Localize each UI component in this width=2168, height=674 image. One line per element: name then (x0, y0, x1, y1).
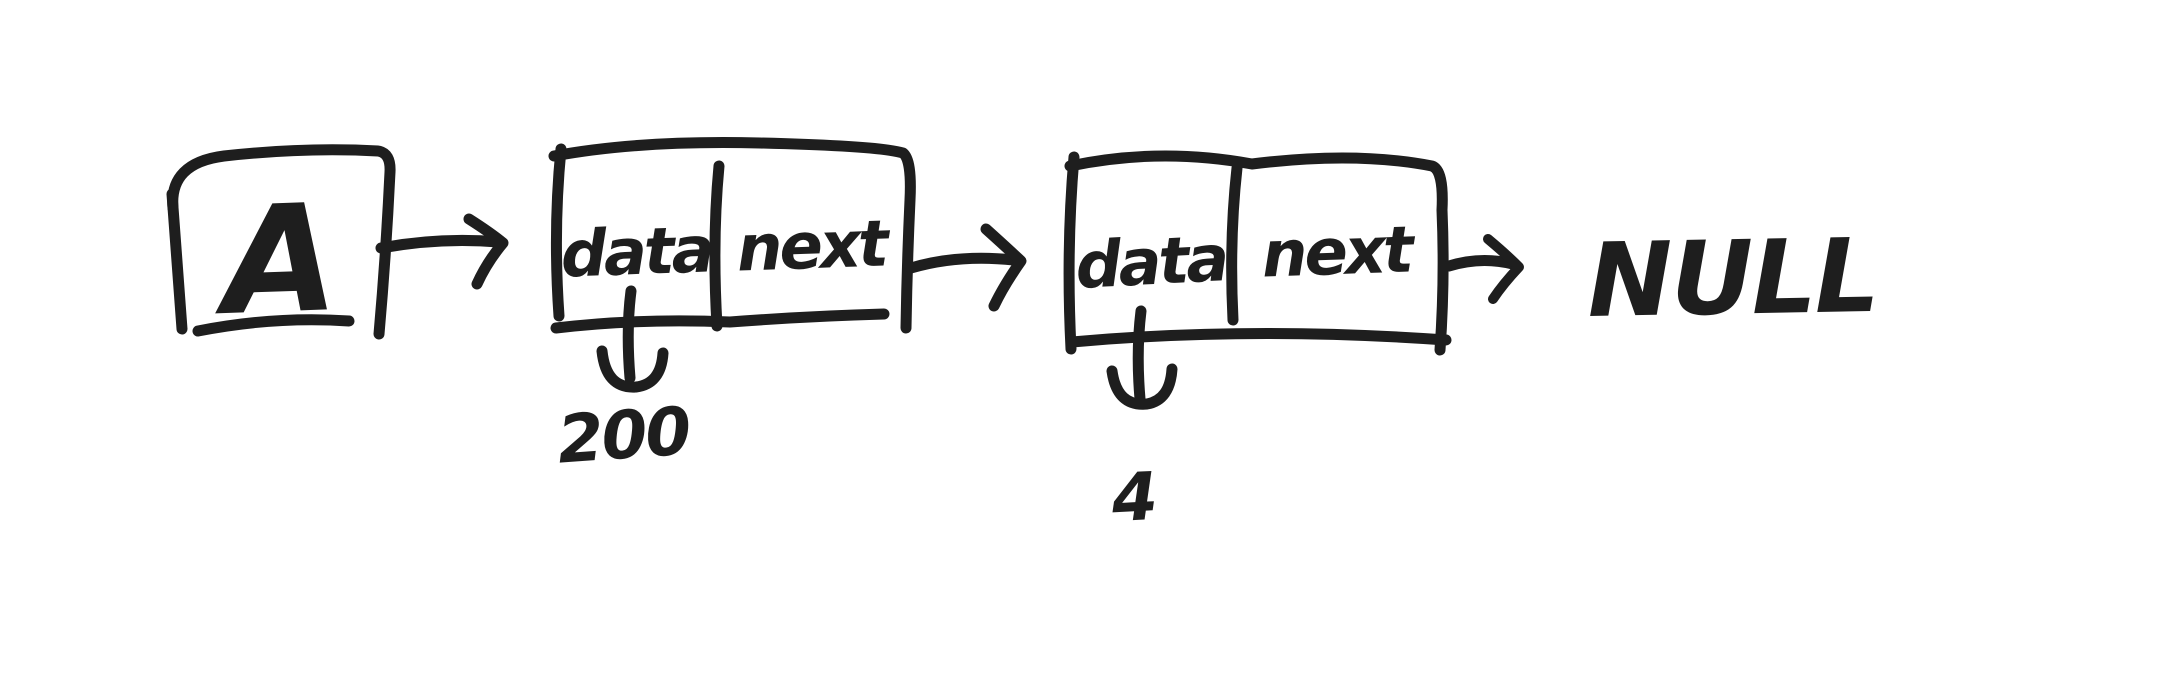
node2-bottom-stroke (1066, 327, 1452, 348)
head-pointer-box: A (166, 144, 396, 348)
node2-top-right-stroke (1064, 150, 1449, 356)
arrow-shaft (1443, 254, 1519, 272)
null-terminator-label: NULL (1586, 217, 1878, 341)
head-box-left-stroke (166, 188, 188, 335)
arrow-down-icon (596, 345, 669, 393)
head-box-bottom-stroke (192, 314, 355, 337)
node1-data-cell-label: data (560, 213, 713, 292)
node2-next-cell-label: next (1261, 213, 1418, 292)
node1-down-arrow-shaft (622, 285, 637, 384)
arrow-right-icon (1483, 234, 1524, 304)
arrow-shaft (375, 234, 505, 254)
node2-data-cell-label: data (1074, 222, 1228, 304)
arrow-head-to-node1 (375, 213, 509, 290)
node2-value-label: 4 (1109, 458, 1158, 537)
node1-cell-divider (709, 160, 725, 332)
node2-cell-divider (1226, 162, 1243, 326)
head-pointer-label: A (210, 172, 340, 348)
node2-value-pointer: 4 (1106, 305, 1178, 537)
node1-value-pointer: 200 (555, 285, 692, 479)
node2-down-arrow-shaft (1132, 305, 1147, 405)
arrow-right-icon (980, 223, 1027, 312)
node1-bottom-stroke (550, 308, 890, 334)
arrow-right-icon (463, 213, 509, 290)
node1-top-right-stroke (548, 137, 916, 334)
node1-next-cell-label: next (736, 207, 893, 286)
list-node-1: data next (548, 137, 916, 334)
arrow-down-icon (1106, 363, 1178, 410)
node2-left-stroke (1063, 151, 1080, 355)
arrow-shaft (905, 252, 1020, 274)
list-node-2: data next (1063, 150, 1452, 356)
arrow-node2-to-null (1443, 234, 1524, 304)
node1-value-label: 200 (555, 393, 692, 479)
head-box-top-right-stroke (167, 144, 396, 340)
arrow-node1-to-node2 (905, 223, 1027, 312)
node1-left-stroke (550, 143, 567, 322)
